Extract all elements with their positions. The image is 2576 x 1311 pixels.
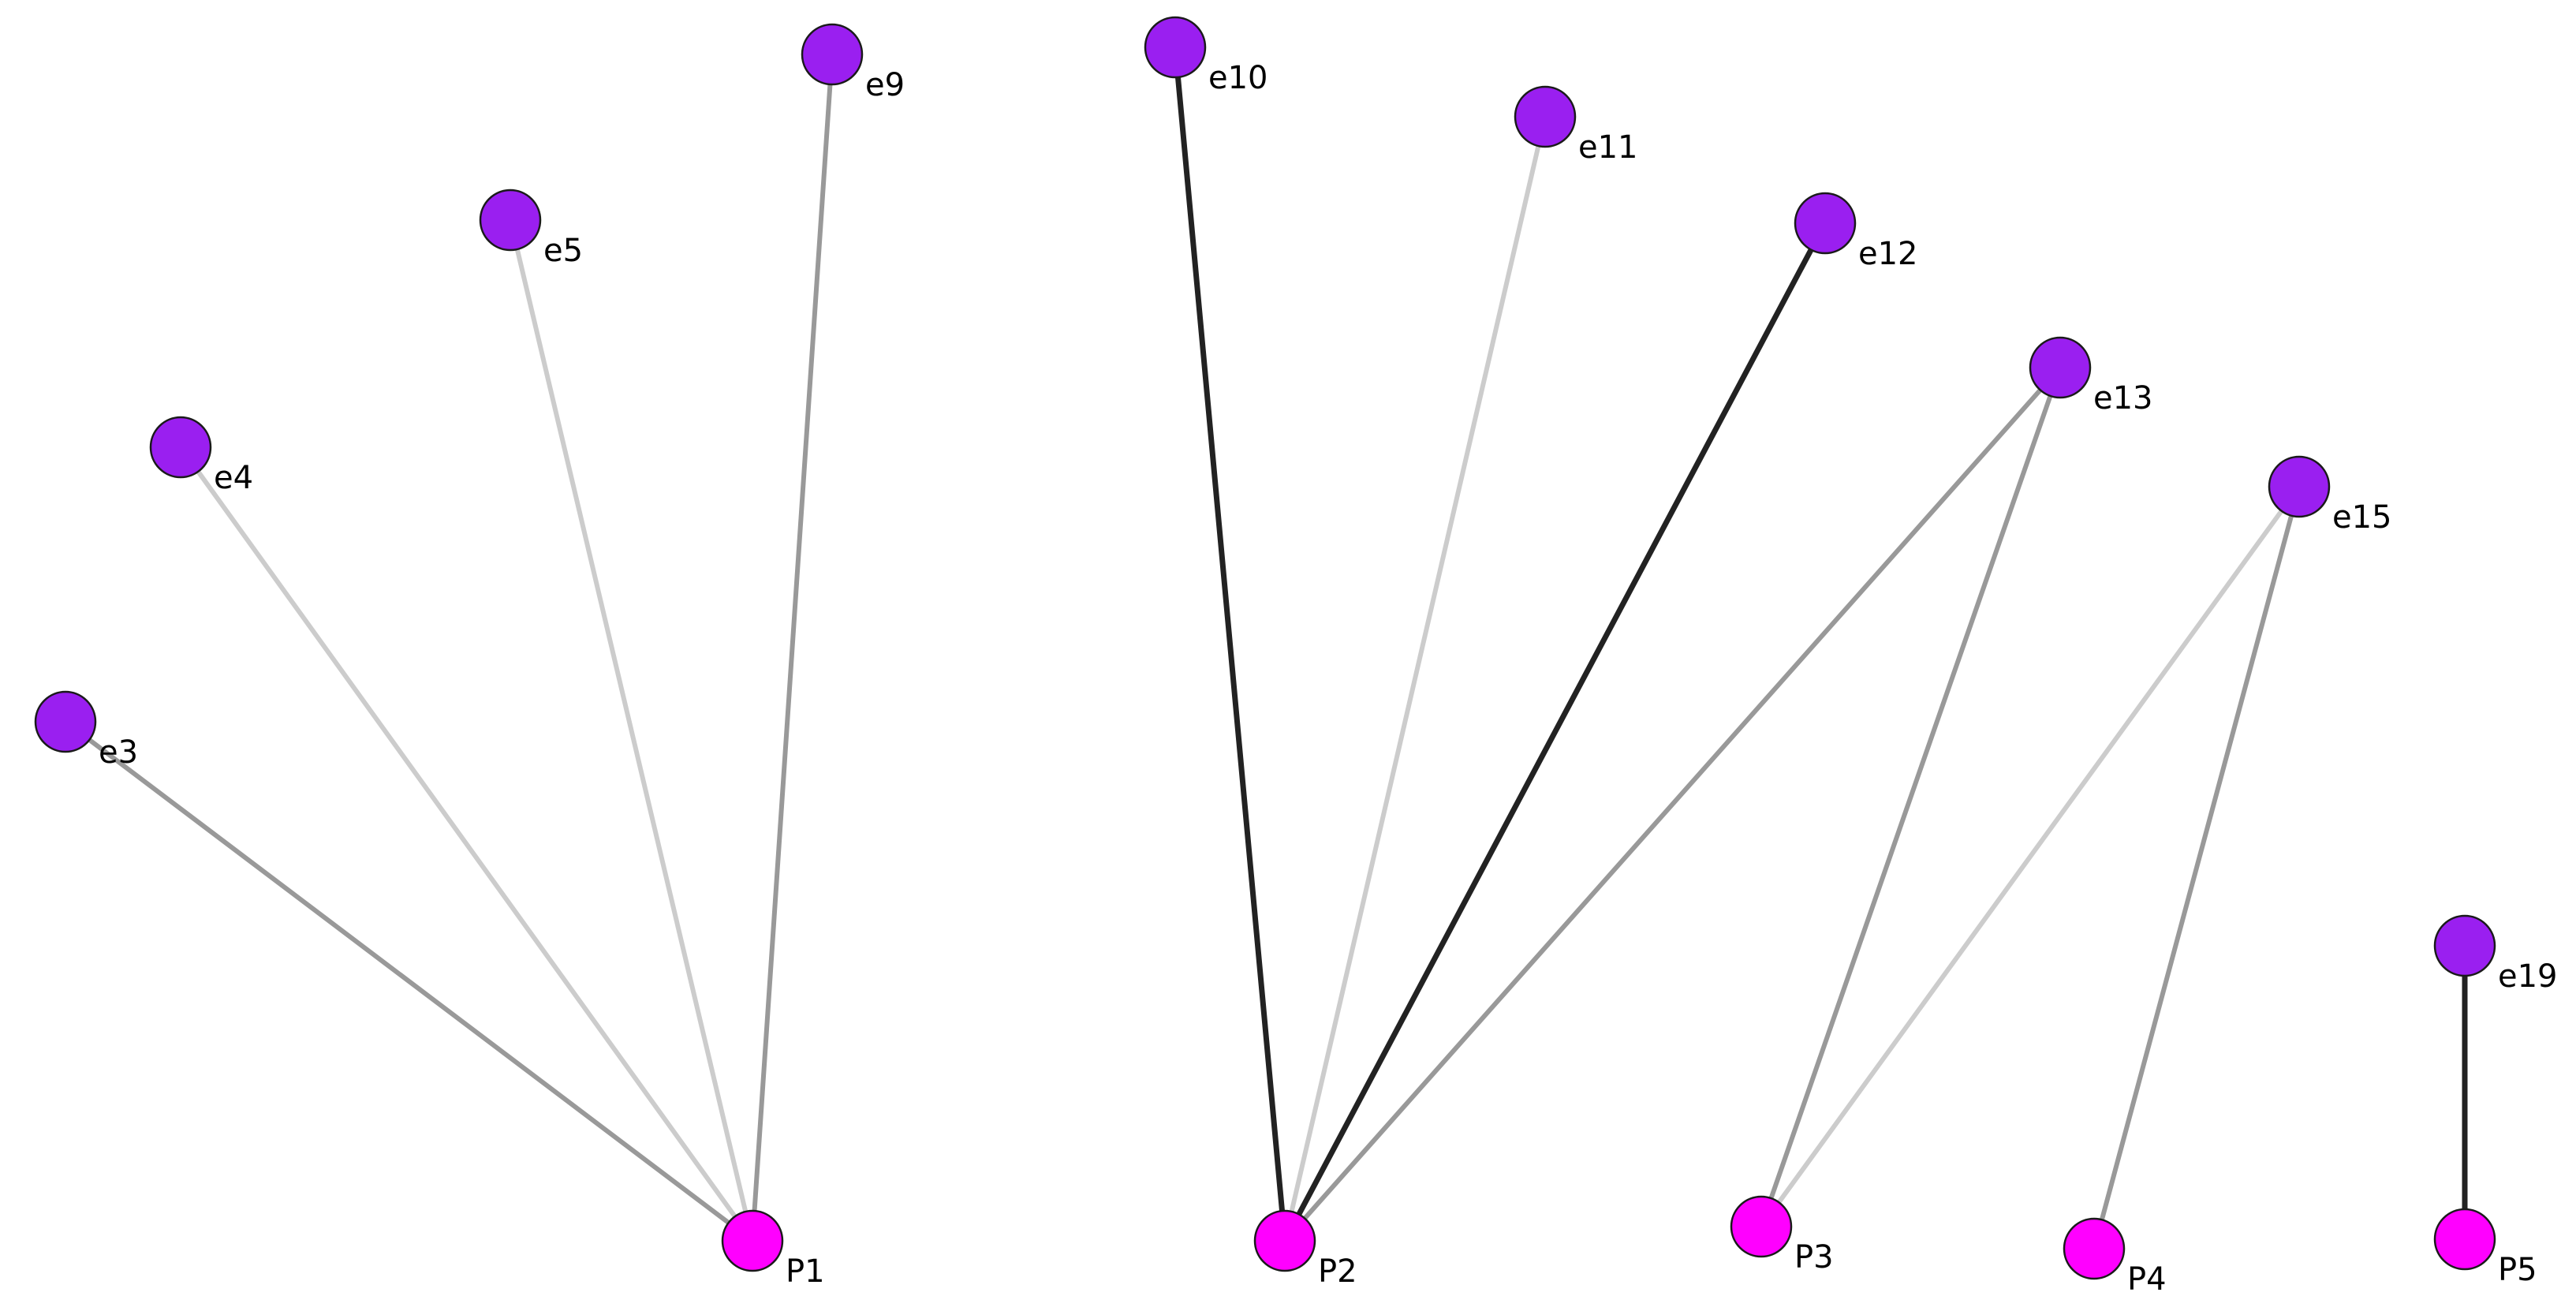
- node-P2[interactable]: [1253, 1209, 1316, 1272]
- node-e19[interactable]: [2433, 914, 2496, 977]
- node-e12[interactable]: [1794, 192, 1857, 255]
- node-label-e13: e13: [2093, 380, 2153, 416]
- edge-e9-P1: [750, 52, 834, 1243]
- node-label-P3: P3: [1794, 1239, 1834, 1276]
- edge-e4-P1: [178, 445, 755, 1243]
- node-P4[interactable]: [2063, 1217, 2126, 1280]
- node-e13[interactable]: [2029, 336, 2092, 399]
- node-label-P5: P5: [2498, 1252, 2537, 1288]
- node-e10[interactable]: [1144, 16, 1207, 79]
- node-label-e19: e19: [2498, 958, 2558, 995]
- node-e4[interactable]: [149, 416, 212, 479]
- edge-layer: [63, 44, 2468, 1251]
- edge-e5-P1: [508, 218, 755, 1243]
- node-label-P2: P2: [1318, 1253, 1357, 1290]
- edge-e3-P1: [63, 719, 755, 1243]
- edge-e12-P2: [1282, 220, 1828, 1244]
- node-e9[interactable]: [801, 23, 864, 86]
- edge-e10-P2: [1172, 44, 1288, 1244]
- node-e3[interactable]: [34, 690, 97, 753]
- edge-e13-P3: [1759, 365, 2063, 1229]
- edge-e13-P2: [1282, 365, 2063, 1243]
- node-label-P4: P4: [2127, 1261, 2167, 1298]
- node-label-e15: e15: [2332, 499, 2392, 536]
- node-label-e11: e11: [1578, 129, 1638, 166]
- node-P3[interactable]: [1730, 1195, 1793, 1258]
- node-label-e12: e12: [1858, 236, 1918, 272]
- node-label-P1: P1: [786, 1253, 825, 1290]
- edge-e11-P2: [1282, 114, 1547, 1243]
- node-e15[interactable]: [2268, 455, 2331, 518]
- node-e11[interactable]: [1514, 85, 1577, 148]
- node-label-e9: e9: [865, 67, 905, 103]
- node-label-e10: e10: [1208, 60, 1268, 96]
- node-label-e4: e4: [214, 460, 253, 496]
- node-label-e3: e3: [99, 734, 138, 771]
- edge-e15-P3: [1759, 484, 2302, 1229]
- node-P1[interactable]: [721, 1209, 784, 1272]
- node-P5[interactable]: [2433, 1208, 2496, 1271]
- edge-e15-P4: [2092, 484, 2302, 1251]
- node-label-e5: e5: [543, 233, 583, 269]
- node-layer: [34, 16, 2496, 1280]
- node-e5[interactable]: [479, 189, 542, 252]
